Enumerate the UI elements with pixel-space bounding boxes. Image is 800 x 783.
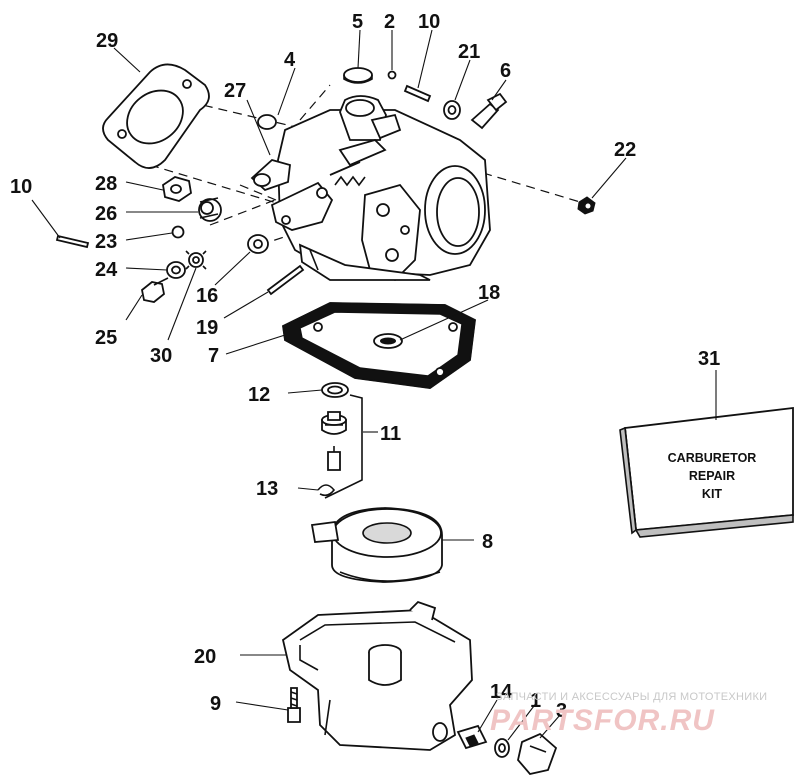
part-8-float: [310, 507, 443, 583]
part-18-seal: [373, 333, 403, 349]
label-30: 30: [150, 345, 172, 367]
part-26-fitting: [198, 197, 222, 222]
part-20-float-bowl: [281, 600, 473, 751]
label-27: 27: [224, 80, 246, 102]
label-7: 7: [208, 345, 219, 367]
label-21: 21: [458, 41, 480, 63]
part-6-screw: [470, 92, 508, 130]
label-24: 24: [95, 259, 118, 281]
kit-line-1: CARBURETOR: [668, 451, 757, 465]
label-9: 9: [210, 693, 221, 715]
label-4: 4: [284, 49, 296, 71]
part-3-drain-screw: [517, 732, 558, 775]
label-2: 2: [384, 11, 395, 33]
label-19: 19: [196, 317, 218, 339]
part-22-plug: [577, 196, 596, 215]
label-10-top: 10: [418, 11, 440, 33]
part-28-nut: [162, 176, 192, 202]
watermark-tagline: ЗАПЧАСТИ И АКСЕССУАРЫ ДЛЯ МОТОТЕХНИКИ: [496, 691, 767, 703]
part-21-washer: [443, 100, 461, 120]
part-10-pin-left: [55, 234, 90, 249]
part-11-needle-seat: [321, 411, 347, 471]
label-5: 5: [352, 11, 363, 33]
label-16: 16: [196, 285, 218, 307]
label-10-left: 10: [10, 176, 32, 198]
label-31: 31: [698, 348, 720, 370]
part-13-clip: [317, 484, 336, 497]
part-number-labels: 29 4 5 2 10 21 6 27 22 28 10 26 23 24 25…: [10, 11, 720, 722]
label-3: 3: [556, 700, 567, 722]
label-26: 26: [95, 203, 117, 225]
part-14-screw: [456, 724, 488, 750]
kit-line-3: KIT: [702, 487, 723, 501]
label-28: 28: [95, 173, 117, 195]
label-25: 25: [95, 327, 117, 349]
label-14: 14: [490, 681, 513, 703]
part-24-washer: [166, 261, 186, 279]
label-23: 23: [95, 231, 117, 253]
part-16-washer: [247, 234, 269, 254]
part-1-washer: [494, 738, 510, 758]
part-12-gasket: [321, 382, 349, 398]
label-1: 1: [530, 690, 541, 712]
kit-box-text: CARBURETOR REPAIR KIT: [668, 451, 757, 501]
part-2-ball: [387, 70, 397, 80]
part-9-screw: [287, 687, 301, 723]
part-4-plug: [257, 114, 277, 130]
label-13: 13: [256, 478, 278, 500]
part-10-pin-top: [403, 84, 432, 103]
part-23-ball: [171, 225, 185, 239]
label-11: 11: [380, 423, 401, 445]
label-29: 29: [96, 30, 118, 52]
label-20: 20: [194, 646, 216, 668]
part-31-repair-kit-box: [619, 406, 794, 538]
part-30-lockwasher: [185, 250, 207, 270]
label-18: 18: [478, 282, 500, 304]
leader-lines: [31, 29, 717, 741]
part-5-plug: [343, 67, 373, 84]
carburetor-body: [250, 95, 491, 282]
watermark-brand: PARTSFOR.RU: [490, 704, 715, 737]
label-8: 8: [482, 531, 493, 553]
label-22: 22: [614, 139, 636, 161]
watermark: ЗАПЧАСТИ И АКСЕССУАРЫ ДЛЯ МОТОТЕХНИКИ PA…: [490, 691, 767, 737]
kit-line-2: REPAIR: [689, 469, 735, 483]
part-19-needle: [266, 264, 305, 296]
part-25-screw: [141, 277, 169, 303]
label-6: 6: [500, 60, 511, 82]
label-12: 12: [248, 384, 270, 406]
bracket-11: [324, 394, 363, 499]
part-29-flange-gasket: [102, 63, 210, 169]
